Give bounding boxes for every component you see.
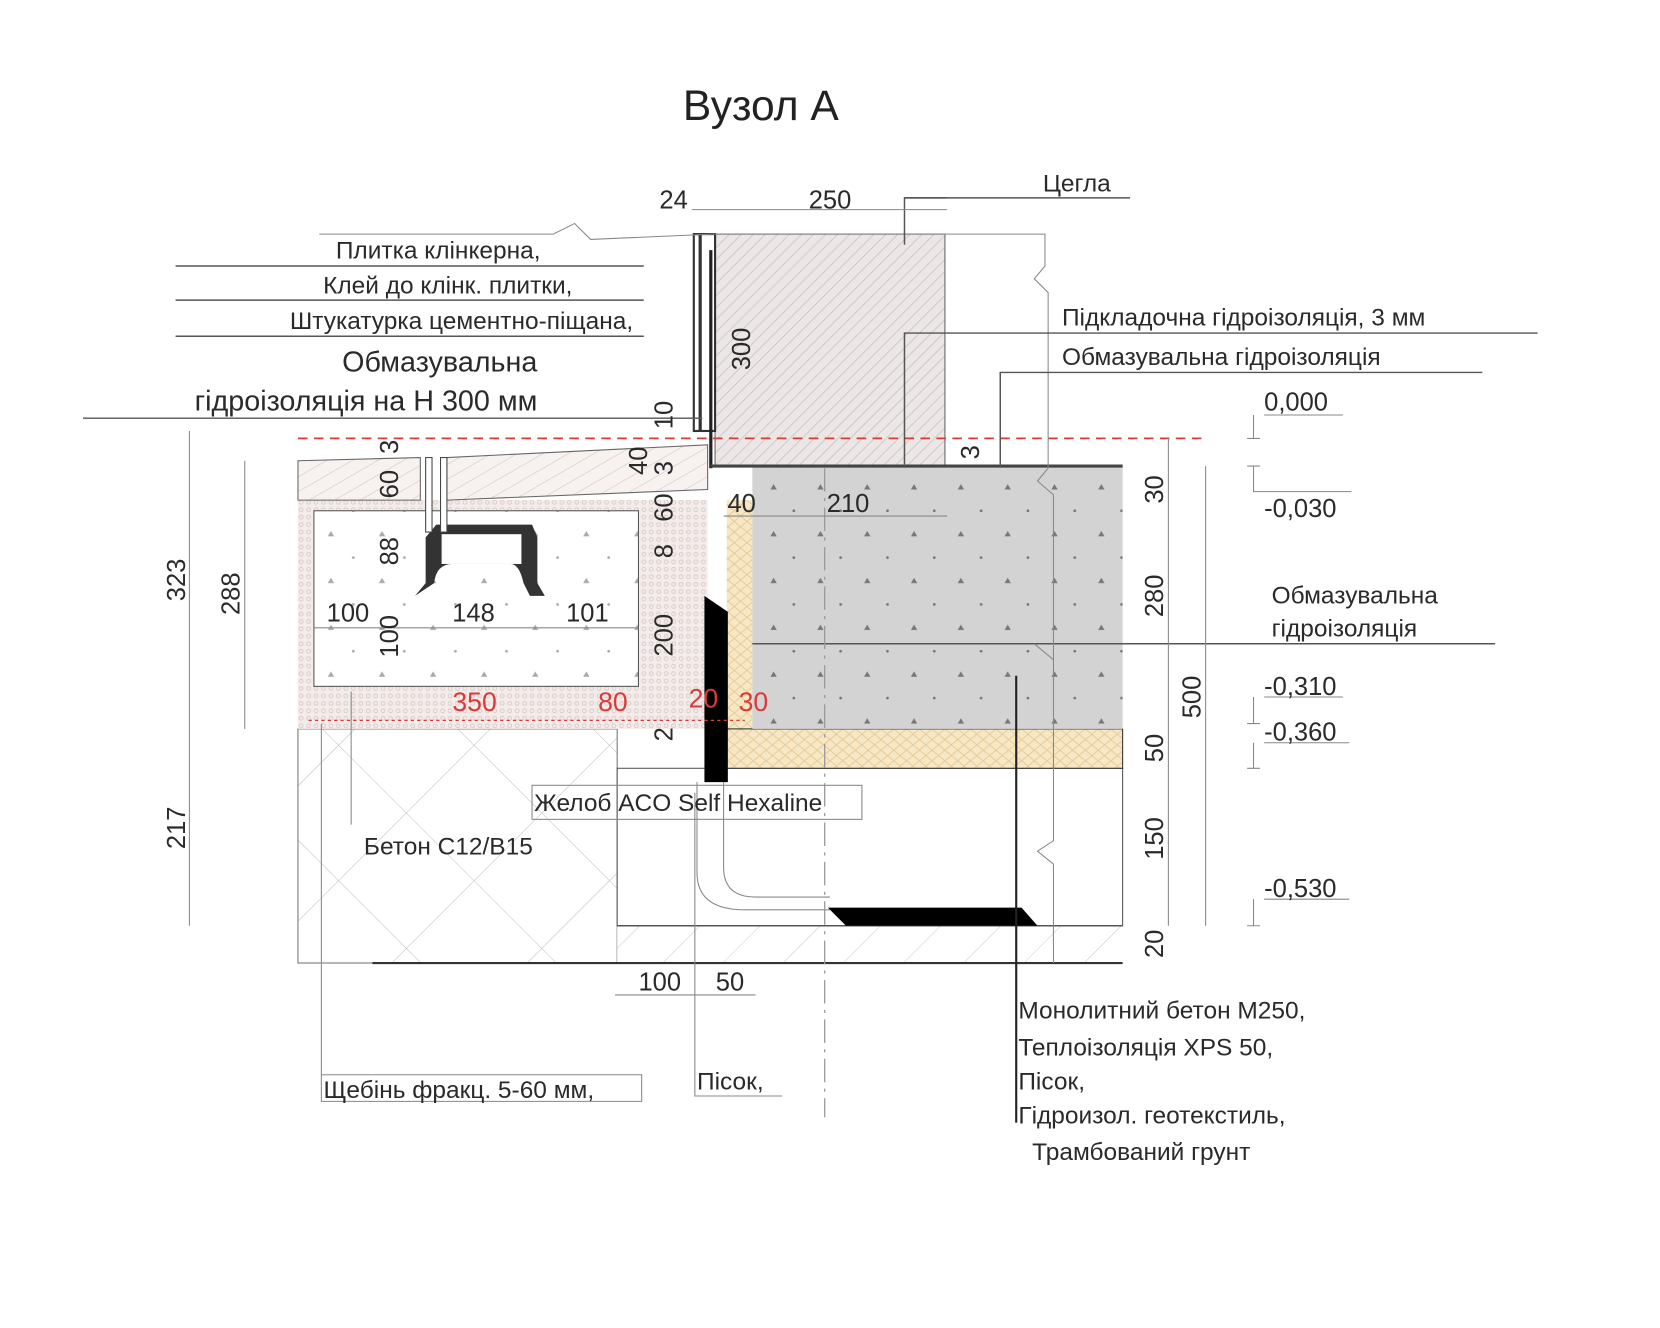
stack-item: Гідроизол. геотекстиль, [1018, 1103, 1285, 1130]
stack-item: Теплоізоляція XPS 50, [1018, 1035, 1273, 1062]
dim-text: 50 [1141, 734, 1169, 762]
dim-text: 217 [163, 807, 191, 850]
dim-text: 300 [728, 328, 756, 371]
label-sand: Пісок, [697, 1069, 764, 1096]
monolithic-slab [752, 466, 1123, 729]
dim-text: 8 [651, 544, 679, 558]
level-mark: 0,000 [1264, 389, 1328, 417]
level-mark: -0,530 [1264, 875, 1336, 903]
dim-text: 288 [217, 572, 245, 615]
label-underlay-wp: Підкладочна гідроізоляція, 3 мм [1062, 305, 1425, 332]
drawing-title: Вузол А [683, 82, 840, 130]
red-dim-text: 20 [689, 684, 719, 714]
geotextile-wedge [827, 907, 1038, 926]
labels: Плитка клінкерна, Клей до клінк. плитки,… [195, 171, 1439, 1166]
label-coating-wp-right: Обмазувальна гідроізоляція [1062, 344, 1381, 371]
label-coating-wp2-2: гідроізоляція [1272, 615, 1418, 642]
dim-text: 323 [163, 559, 191, 602]
dim-text: 30 [1141, 475, 1169, 503]
label-gravel: Щебінь фракц. 5-60 мм, [323, 1077, 594, 1104]
red-dim-text: 350 [452, 687, 496, 717]
dim-text: 3 [376, 440, 404, 454]
dim-text: 3 [957, 445, 985, 459]
label-coating-wp-2: гідроізоляція на Н 300 мм [195, 386, 538, 418]
dim-text: 500 [1178, 676, 1206, 719]
dim-text: 60 [651, 493, 679, 521]
dim-text: 88 [376, 537, 404, 565]
dim-text: 40 [727, 490, 755, 518]
dimension-lines [188, 209, 1352, 996]
level-mark: -0,360 [1264, 719, 1336, 747]
red-dim-text: 30 [739, 687, 769, 717]
label-clinker-tile: Плитка клінкерна, [336, 238, 541, 265]
brick-wall [714, 233, 946, 467]
label-tile-glue: Клей до клінк. плитки, [323, 273, 572, 300]
level-mark: -0,030 [1264, 495, 1336, 523]
waterproofing-black [704, 595, 728, 783]
leader-lines [83, 197, 1538, 1123]
stack-item: Монолитний бетон М250, [1018, 997, 1305, 1024]
label-plaster: Штукатурка цементно-піщана, [290, 308, 633, 335]
dim-text: 100 [327, 599, 370, 627]
dim-text: 200 [651, 614, 679, 657]
dim-text: 20 [1141, 930, 1169, 958]
label-concrete: Бетон C12/B15 [364, 833, 533, 860]
vertical-dimensions: 323 288 217 3 60 88 100 10 40 3 60 8 200… [163, 328, 1206, 958]
level-mark: -0,310 [1264, 673, 1336, 701]
stack-item: Пісок, [1018, 1069, 1085, 1096]
dim-text: 10 [651, 401, 679, 429]
horizontal-dimensions: 24 250 40 210 100 148 101 100 50 350 80 … [327, 187, 870, 997]
red-dim-text: 80 [598, 687, 628, 717]
dim-text: 50 [716, 969, 744, 997]
dim-text: 150 [1141, 817, 1169, 860]
dim-text: 24 [659, 187, 687, 215]
dim-text: 250 [809, 187, 852, 215]
stack-item: Трамбований грунт [1032, 1139, 1250, 1166]
label-channel: Желоб ACO Self Hexaline [534, 790, 822, 817]
dim-text: 280 [1141, 575, 1169, 618]
dim-text: 40 [625, 447, 653, 475]
label-coating-wp2-1: Обмазувальна [1272, 582, 1439, 609]
dim-text: 3 [651, 461, 679, 475]
dim-text: 210 [827, 490, 870, 518]
dim-text: 60 [376, 470, 404, 498]
label-brick: Цегла [1043, 171, 1111, 198]
dim-text: 101 [566, 599, 609, 627]
xps-insulation [726, 500, 753, 729]
dim-text: 148 [452, 599, 495, 627]
level-marks: 0,000 -0,030 -0,310 -0,360 -0,530 [1264, 389, 1336, 903]
dim-text: 100 [376, 615, 404, 658]
dim-text: 2 [651, 727, 679, 741]
label-coating-wp-1: Обмазувальна [342, 346, 537, 378]
dim-text: 100 [638, 969, 681, 997]
